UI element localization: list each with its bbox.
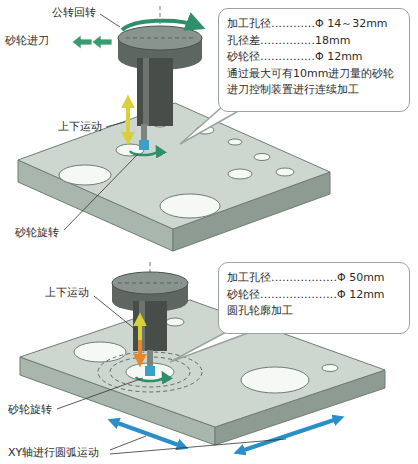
spec-text: 圆孔轮廓加工 <box>227 303 401 320</box>
spec-text: 砂轮径…………………Φ 12mm <box>227 287 401 304</box>
callout-tail <box>170 330 256 362</box>
motion-label: 砂轮旋转 <box>15 226 59 239</box>
workpiece-top <box>18 103 330 251</box>
callout-box: 加工孔径………………Φ 50mm砂轮径…………………Φ 12mm圆孔轮廓加工 <box>218 262 410 334</box>
motion-label: 上下运动 <box>45 286 89 299</box>
spec-text: 加工孔径…………Φ 14～32mm <box>227 16 401 33</box>
spec-text: 加工孔径………………Φ 50mm <box>227 270 401 287</box>
spec-text: 砂轮径……………Φ 12mm <box>227 49 401 66</box>
callout-box: 加工孔径…………Φ 14～32mm孔径差……………18mm砂轮径……………Φ 1… <box>218 8 410 112</box>
motion-label: 砂轮进刀 <box>5 34 49 47</box>
motion-label: 公转回转 <box>52 6 96 19</box>
spec-text: 孔径差……………18mm <box>227 33 401 50</box>
motion-label: 砂轮旋转 <box>8 403 52 416</box>
motion-label: 上下运动 <box>58 120 102 133</box>
motion-label: XY轴进行圆弧运动 <box>8 446 99 459</box>
spec-text: 通过最大可有10mm进刀量的砂轮进刀控制装置进行连续加工 <box>227 66 401 99</box>
